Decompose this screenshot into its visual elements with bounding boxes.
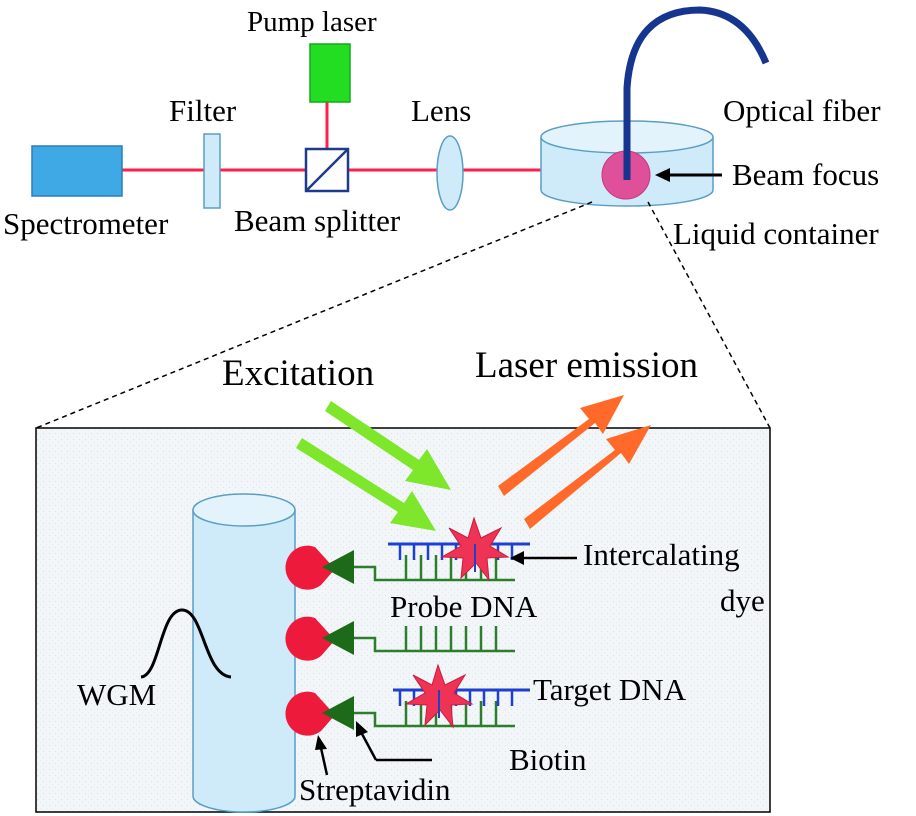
biotin-1 — [322, 550, 354, 584]
dna-complex-1 — [285, 516, 577, 590]
zoom-panel — [35, 427, 771, 813]
optical-fiber-label: Optical fiber — [723, 93, 881, 128]
wgm-mode-curve — [140, 608, 232, 679]
intercalating-dye-label-2: dye — [720, 583, 765, 618]
streptavidin-1 — [285, 545, 335, 590]
target-dna-label: Target DNA — [533, 672, 687, 707]
lens-label: Lens — [411, 93, 471, 128]
streptavidin-label: Streptavidin — [299, 772, 451, 807]
dna-complex-2 — [285, 616, 515, 661]
spectrometer-box — [31, 145, 123, 197]
beam-splitter-cube — [304, 147, 350, 193]
spectrometer-label: Spectrometer — [3, 206, 169, 241]
pump-laser-label: Pump laser — [247, 6, 377, 38]
excitation-label: Excitation — [222, 353, 374, 394]
streptavidin-2 — [285, 616, 335, 661]
beam-focus-arrow — [655, 168, 722, 182]
wgm-cylinder — [192, 493, 296, 813]
zoom-line-right — [647, 201, 771, 429]
filter-plate — [203, 133, 221, 209]
zoom-line-left — [35, 201, 593, 429]
lens — [436, 135, 464, 211]
beam-splitter-label: Beam splitter — [234, 203, 401, 238]
biotin-2 — [322, 621, 354, 655]
probe-dna-label: Probe DNA — [390, 589, 538, 624]
pump-laser-box — [309, 43, 351, 103]
emission-arrows — [498, 395, 651, 529]
filter-label: Filter — [169, 93, 237, 128]
biotin-3 — [322, 696, 354, 730]
intercalating-dye-label-1: Intercalating — [583, 537, 740, 572]
laser-emission-label: Laser emission — [475, 345, 698, 386]
streptavidin-3 — [285, 691, 335, 736]
dna-complex-3 — [285, 663, 530, 776]
liquid-container-label: Liquid container — [673, 216, 879, 251]
excitation-arrows — [296, 401, 451, 531]
beam-focus-label: Beam focus — [732, 157, 879, 192]
wgm-label: WGM — [77, 677, 156, 712]
biotin-label: Biotin — [509, 742, 587, 777]
optical-fiber — [623, 6, 770, 180]
